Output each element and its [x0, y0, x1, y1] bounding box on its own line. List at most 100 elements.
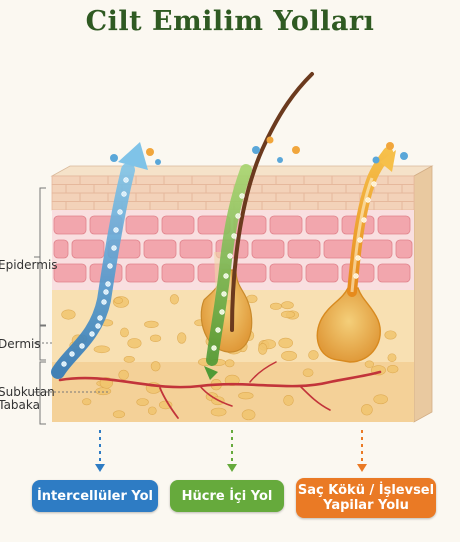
intercellular-route-label: İntercellüler Yol — [32, 480, 158, 512]
subcutaneous-label-line2: Tabaka — [0, 398, 40, 412]
epidermis-cell — [125, 215, 159, 235]
fat-cell — [169, 294, 179, 305]
fat-cell — [387, 353, 397, 363]
fat-cell — [373, 394, 388, 405]
epidermis-cell — [287, 239, 321, 259]
fat-cell — [280, 310, 295, 319]
particle — [89, 331, 95, 337]
epidermis-cell — [161, 215, 195, 235]
epidermis-cell — [125, 263, 159, 283]
fat-cell — [238, 392, 254, 400]
layer-brackets — [34, 187, 110, 425]
intracellular-route — [204, 164, 252, 380]
particle — [79, 343, 85, 349]
particle — [361, 217, 367, 223]
epidermis-cell — [395, 239, 413, 259]
particle — [97, 315, 103, 321]
particle — [365, 197, 371, 203]
fat-cell — [269, 302, 282, 310]
particle — [113, 227, 119, 233]
green-arrowhead — [204, 366, 218, 380]
diagram-title: Cilt Emilim Yolları — [85, 6, 375, 37]
epidermis-cell — [233, 263, 267, 283]
fat-cell — [120, 327, 129, 338]
fat-cell — [95, 387, 112, 396]
epidermis-label: Epidermis — [0, 258, 58, 272]
hair-shaft — [230, 72, 314, 332]
fat-cell — [364, 360, 375, 368]
epidermis-cell — [53, 263, 87, 283]
orange-connector-arrow — [357, 464, 367, 472]
fat-cell — [113, 297, 123, 304]
particle — [227, 253, 233, 259]
particle — [117, 209, 123, 215]
epidermis-cell — [161, 263, 195, 283]
particle — [107, 263, 113, 269]
blue-particles — [61, 177, 129, 367]
particle — [101, 299, 107, 305]
particle — [231, 233, 237, 239]
fat-cell — [147, 406, 157, 415]
particle — [371, 181, 377, 187]
particle — [215, 327, 221, 333]
epidermis-cell — [359, 239, 393, 259]
particle — [103, 289, 109, 295]
orange-particles — [353, 181, 377, 279]
fat-cell — [308, 350, 319, 360]
particle — [61, 361, 67, 367]
fat-cell — [241, 409, 256, 421]
blue-connector-arrow — [95, 464, 105, 472]
particle — [121, 191, 127, 197]
epidermis-cell — [269, 263, 303, 283]
particle — [123, 177, 129, 183]
fat-cell — [281, 301, 294, 310]
green-particles — [211, 193, 245, 351]
green-connector-arrow — [227, 464, 237, 472]
fat-cell — [112, 410, 126, 419]
intracellular-route-label: Hücre İçi Yol — [170, 480, 284, 512]
appendageal-route — [316, 147, 396, 363]
fat-cell — [281, 350, 297, 361]
particle — [105, 281, 111, 287]
fat-cell — [144, 320, 159, 329]
block-side-face — [413, 165, 433, 423]
epidermis-cell — [53, 215, 87, 235]
epidermis-cell — [179, 239, 213, 259]
intercellular-route — [51, 142, 148, 379]
particle — [69, 351, 75, 357]
route-connectors — [99, 430, 363, 462]
blue-arrowhead — [118, 142, 148, 170]
fat-cell — [224, 359, 235, 368]
particle — [211, 345, 217, 351]
fat-cell — [93, 345, 110, 354]
fat-cell — [278, 337, 294, 349]
epidermis-cell — [305, 215, 339, 235]
particle — [223, 273, 229, 279]
fat-cell — [136, 398, 149, 406]
dermis-label: Dermis — [0, 337, 41, 351]
fat-cell — [258, 343, 268, 355]
epidermis-cell — [305, 263, 339, 283]
particle — [111, 245, 117, 251]
fat-cell — [361, 404, 373, 416]
particle — [355, 255, 361, 261]
particle — [235, 213, 241, 219]
subcutaneous-label-line1: Subkutan — [0, 385, 55, 399]
fat-cell — [387, 364, 399, 374]
floating-molecules — [110, 136, 408, 165]
epidermis-cell — [269, 215, 303, 235]
epidermis-cell — [143, 239, 177, 259]
fat-cell — [210, 407, 227, 417]
fat-cell — [150, 361, 161, 372]
fat-cell — [82, 398, 92, 406]
particle — [239, 193, 245, 199]
subcutaneous-label: Subkutan Tabaka — [0, 385, 55, 412]
fat-cell — [123, 355, 135, 363]
orange-arrowhead — [380, 150, 396, 172]
blood-vessel — [58, 361, 382, 419]
fat-cell — [177, 332, 187, 344]
particle — [353, 273, 359, 279]
fat-cell — [149, 334, 162, 343]
fat-cell — [118, 369, 129, 381]
